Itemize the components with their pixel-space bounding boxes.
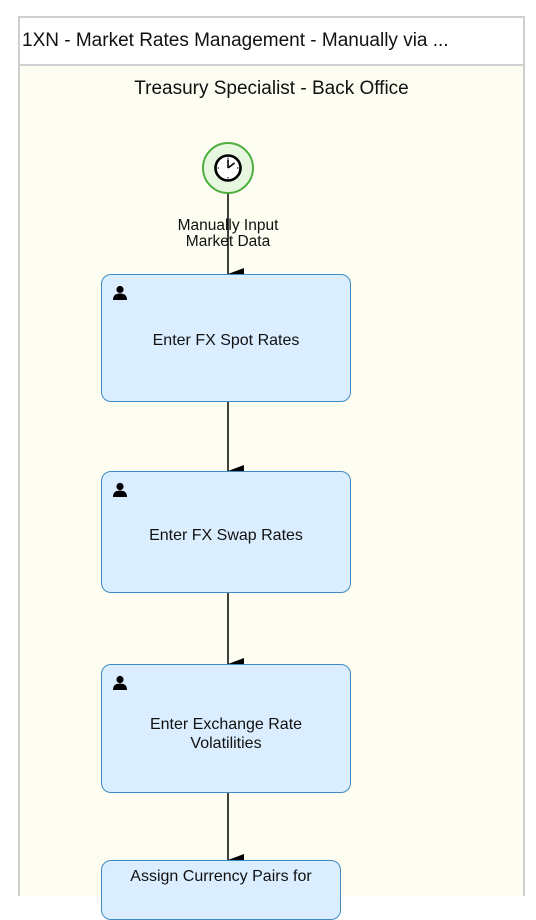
user-icon bbox=[113, 482, 127, 497]
sequence-flows bbox=[202, 142, 254, 866]
task-label: Assign Currency Pairs for bbox=[130, 868, 312, 885]
task-label: Enter FX Spot Rates bbox=[152, 332, 300, 349]
task-assign-currency-pairs[interactable]: Assign Currency Pairs for bbox=[101, 860, 341, 920]
start-event-label-line1: Manually Input bbox=[177, 217, 279, 234]
task-label-line1: Enter Exchange Rate bbox=[149, 716, 303, 733]
task-label-line2: Volatilities bbox=[190, 735, 262, 752]
task-enter-fx-swap-rates[interactable]: Enter FX Swap Rates bbox=[101, 471, 351, 593]
pool-title: 1XN - Market Rates Management - Manually… bbox=[22, 30, 449, 51]
clock-icon bbox=[214, 154, 242, 182]
task-enter-fx-spot-rates[interactable]: Enter FX Spot Rates bbox=[101, 274, 351, 402]
user-icon bbox=[113, 675, 127, 690]
user-icon bbox=[113, 285, 127, 300]
task-label: Enter FX Swap Rates bbox=[149, 527, 303, 544]
task-enter-exchange-rate-volatilities[interactable]: Enter Exchange Rate Volatilities bbox=[101, 664, 351, 793]
start-event-label-line2: Market Data bbox=[185, 233, 271, 250]
pool-header: 1XN - Market Rates Management - Manually… bbox=[20, 18, 523, 66]
lane-title: Treasury Specialist - Back Office bbox=[134, 78, 409, 99]
